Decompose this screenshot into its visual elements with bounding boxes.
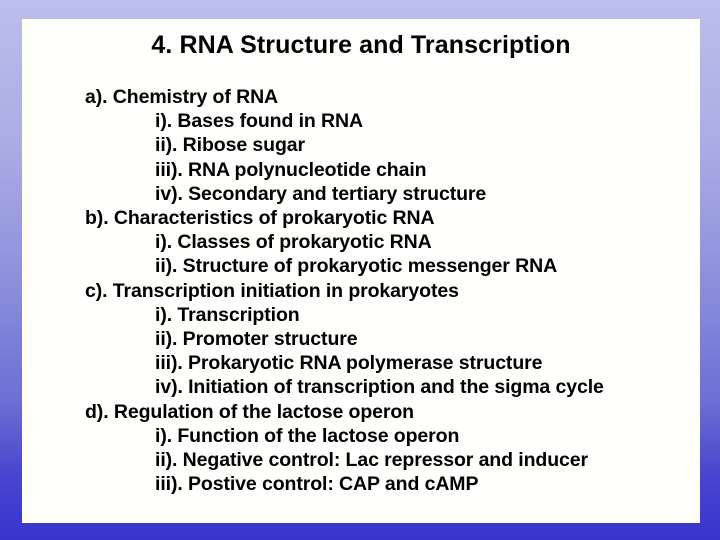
outline-item-level-2: iii). RNA polynucleotide chain — [155, 158, 427, 181]
outline-item-level-2: ii). Promoter structure — [155, 328, 358, 351]
outline-item-level-2: iii). Postive control: CAP and cAMP — [155, 473, 479, 496]
outline-item-level-1: d). Regulation of the lactose operon — [85, 400, 414, 423]
outline-item-level-2: ii). Negative control: Lac repressor and… — [155, 449, 588, 472]
outline-item-level-2: i). Function of the lactose operon — [155, 424, 460, 447]
outline-item-level-2: iv). Initiation of transcription and the… — [155, 376, 604, 399]
outline-item-level-2: i). Classes of prokaryotic RNA — [155, 231, 432, 254]
slide-content-panel: 4. RNA Structure and Transcription a). C… — [22, 19, 700, 523]
page-title: 4. RNA Structure and Transcription — [151, 31, 571, 59]
outline-item-level-2: iv). Secondary and tertiary structure — [155, 182, 487, 205]
outline-item-level-1: a). Chemistry of RNA — [85, 86, 279, 108]
outline-item-level-2: i). Transcription — [155, 303, 300, 326]
outline-item-level-2: i). Bases found in RNA — [155, 110, 363, 133]
outline-item-level-2: ii). Structure of prokaryotic messenger … — [155, 255, 558, 278]
outline-item-level-2: iii). Prokaryotic RNA polymerase structu… — [155, 352, 543, 375]
outline-item-level-2: ii). Ribose sugar — [155, 134, 305, 157]
outline-item-level-1: c). Transcription initiation in prokaryo… — [85, 279, 459, 302]
panel-edge-tint — [22, 19, 36, 523]
outline-item-level-1: b). Characteristics of prokaryotic RNA — [85, 207, 435, 230]
